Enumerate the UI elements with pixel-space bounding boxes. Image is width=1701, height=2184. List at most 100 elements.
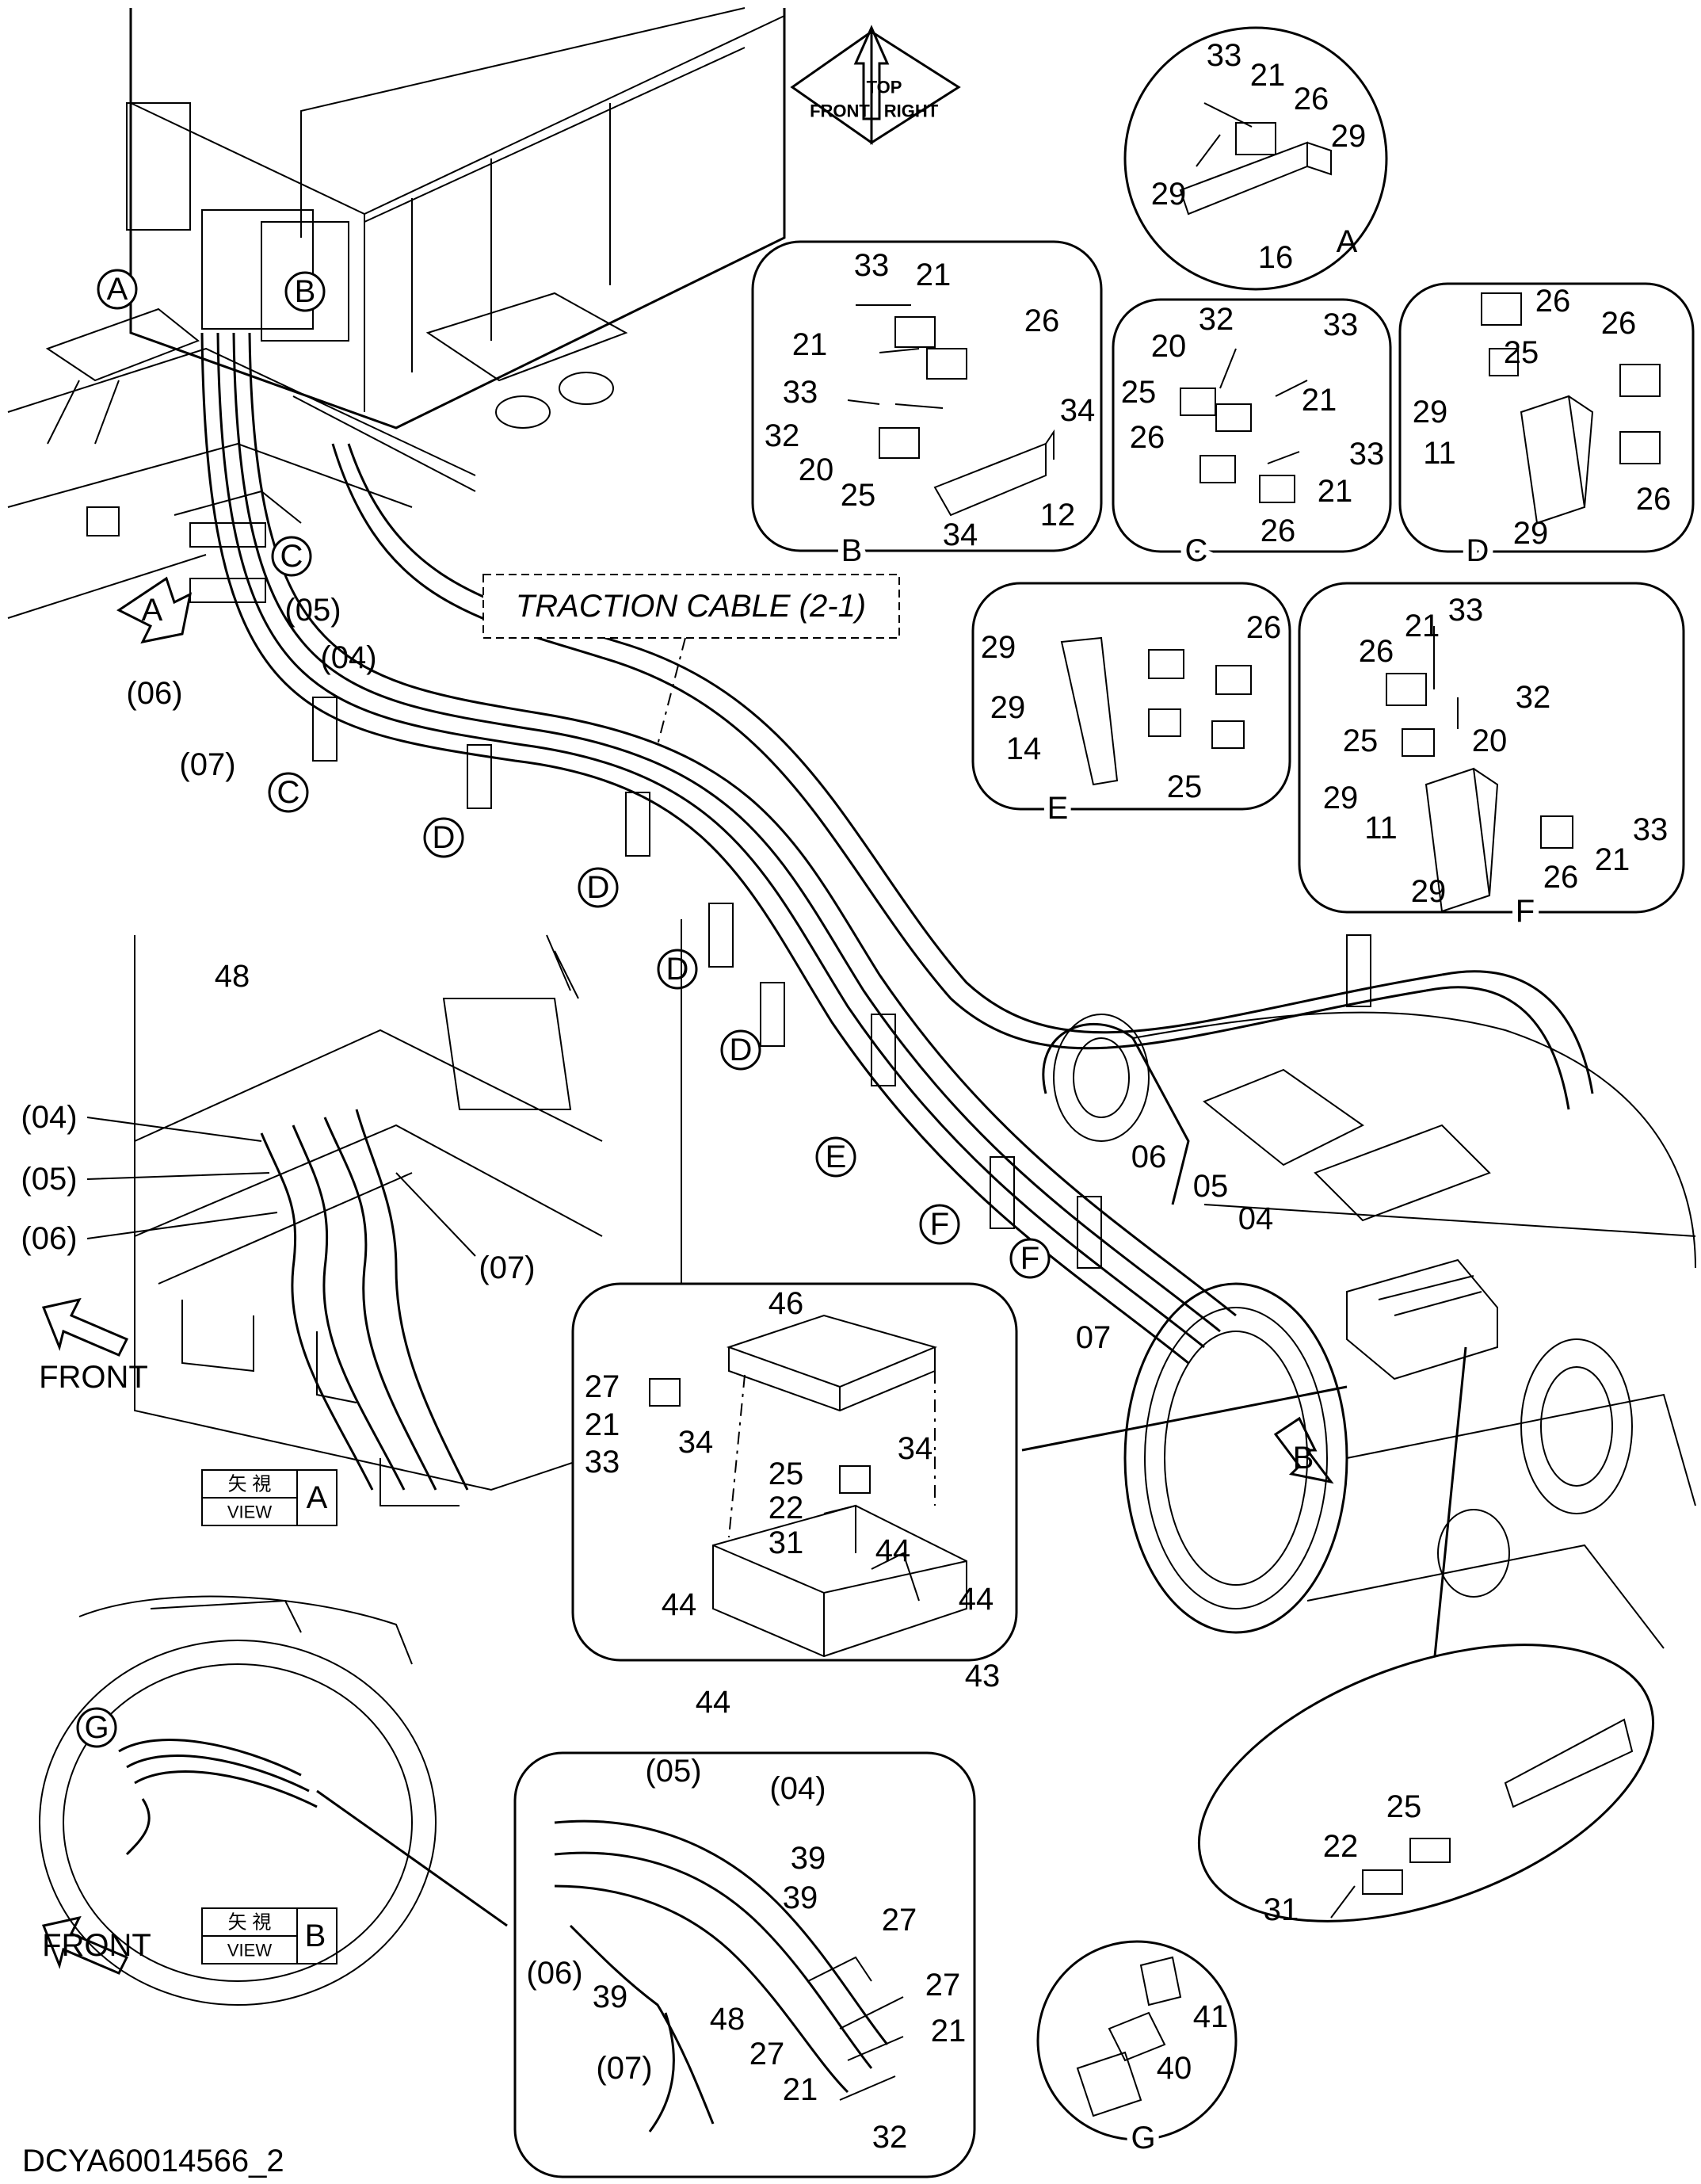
main-bubble-e: E (826, 1140, 847, 1174)
detail-c-33-bot: 33 (1349, 437, 1385, 472)
detail-e-14: 14 (1006, 731, 1042, 766)
junction-22: 22 (769, 1491, 804, 1525)
detail-d-29-top: 29 (1413, 395, 1448, 430)
detail-g-40: 40 (1157, 2051, 1192, 2086)
detail-d-29-bot: 29 (1513, 516, 1549, 551)
detail-d-11: 11 (1423, 436, 1456, 471)
junction-21: 21 (585, 1407, 620, 1442)
junction-43: 43 (965, 1659, 1001, 1693)
clamp-c05: (05) (645, 1754, 701, 1789)
detail-b-26: 26 (1024, 304, 1060, 338)
junction-34-l: 34 (678, 1425, 714, 1460)
detail-b-34-r: 34 (1060, 393, 1096, 428)
main-label-c07: (07) (179, 747, 235, 782)
junction-27: 27 (585, 1369, 620, 1404)
axle-housing: B (1021, 1011, 1696, 1744)
detail-f-21-top: 21 (1405, 609, 1440, 643)
detail-e-29-top: 29 (981, 630, 1016, 665)
detail-b-letter: B (841, 533, 863, 568)
main-bubble-d-2: D (587, 870, 610, 905)
main-label-p06: 06 (1131, 1140, 1167, 1174)
detail-f-29-bot: 29 (1411, 874, 1447, 909)
detail-e-29-mid: 29 (990, 690, 1026, 725)
detail-c-26-b: 26 (1260, 514, 1296, 548)
traction-cable-label: TRACTION CABLE (2-1) (516, 589, 866, 624)
view-a-drawing: 48 (04) (05) (06) (07) FRONT 矢 視 VIEW A (21, 919, 682, 1526)
junction-31: 31 (769, 1525, 804, 1560)
view-a-c04: (04) (21, 1100, 77, 1135)
cable-clamps (189, 522, 1371, 1269)
clamp-21-l: 21 (783, 2072, 818, 2107)
main-bubbles: A B C C D D D D E F F (97, 269, 1051, 1279)
view-b-front: FRONT (42, 1928, 151, 1963)
view-a-kanji: 矢 視 (228, 1474, 272, 1495)
detail-g-letter: G (1131, 2121, 1155, 2155)
detail-a-16: 16 (1258, 240, 1294, 275)
clamp-c06: (06) (526, 1956, 582, 1991)
junction-44-top: 44 (875, 1533, 911, 1568)
junction-25: 25 (769, 1457, 804, 1491)
detail-b-25: 25 (841, 478, 876, 513)
detail-d-25: 25 (1504, 335, 1539, 370)
junction-44-l: 44 (662, 1587, 697, 1622)
detail-b: 33 21 21 26 33 34 32 20 25 34 12 B (751, 240, 1103, 574)
clamp-c07: (07) (596, 2051, 652, 2086)
detail-f-25: 25 (1343, 724, 1379, 758)
view-b-kanji: 矢 視 (228, 1912, 272, 1934)
detail-f-33-bot: 33 (1633, 812, 1669, 847)
clamp-39-low: 39 (593, 1980, 628, 2014)
orientation-badge: FRONT RIGHT TOP (790, 25, 961, 145)
main-bubble-a: A (107, 272, 128, 307)
view-a-letter: A (307, 1480, 328, 1515)
detail-b-21-top: 21 (916, 258, 952, 292)
main-bubble-c-2: C (277, 775, 300, 810)
detail-f-26-bot: 26 (1543, 860, 1579, 895)
orientation-right: RIGHT (884, 101, 939, 121)
oval-25: 25 (1386, 1789, 1422, 1824)
detail-c-25: 25 (1121, 375, 1157, 410)
detail-junction-box: 46 27 21 34 34 33 25 22 31 44 44 44 43 4… (571, 1282, 1018, 1720)
main-bubble-d-4: D (730, 1033, 753, 1067)
detail-g: 41 40 G (1036, 1940, 1238, 2161)
detail-d-letter: D (1466, 533, 1489, 568)
junction-46: 46 (769, 1286, 804, 1321)
traction-cable-note: TRACTION CABLE (2-1) (482, 574, 900, 746)
view-arrow-b-letter: B (1293, 1441, 1314, 1476)
main-bubble-d-1: D (433, 820, 456, 855)
view-a-front: FRONT (39, 1360, 148, 1395)
detail-f-21-bot: 21 (1595, 842, 1630, 877)
detail-b-21-mid: 21 (792, 327, 828, 362)
detail-cable-clamps: (05) (04) 39 39 27 (06) 39 27 48 21 27 (… (513, 1751, 976, 2178)
junction-44-b: 44 (696, 1685, 731, 1720)
view-b-view: VIEW (227, 1941, 272, 1961)
main-bubble-f-1: F (930, 1207, 949, 1242)
clamp-48: 48 (710, 2002, 746, 2037)
detail-f-20: 20 (1472, 724, 1508, 758)
detail-c-letter: C (1185, 533, 1208, 568)
detail-a-letter: A (1337, 224, 1358, 259)
detail-b-34-b: 34 (943, 517, 978, 552)
detail-g-41: 41 (1193, 1999, 1229, 2034)
detail-c-32: 32 (1199, 302, 1234, 337)
frame-drawing (7, 307, 476, 619)
detail-a: 33 21 26 29 29 16 A (1123, 26, 1388, 291)
view-arrow-a: A (116, 576, 193, 644)
detail-a-26: 26 (1294, 82, 1329, 116)
orientation-top: TOP (867, 78, 902, 97)
clamp-39-mid: 39 (783, 1880, 818, 1915)
detail-c-21-top: 21 (1302, 383, 1337, 418)
clamp-32: 32 (872, 2120, 908, 2155)
detail-c-20: 20 (1151, 329, 1187, 364)
clamp-27-mid: 27 (925, 1968, 961, 2003)
detail-b-32: 32 (765, 418, 800, 453)
junction-34-r: 34 (898, 1431, 933, 1466)
detail-a-33: 33 (1207, 38, 1242, 73)
main-bubble-f-2: F (1020, 1241, 1039, 1276)
detail-d-26-top: 26 (1535, 284, 1571, 319)
detail-e-26: 26 (1246, 610, 1282, 645)
detail-d: 26 26 25 29 11 26 29 D (1398, 282, 1695, 574)
clamp-27-low: 27 (749, 2037, 785, 2071)
detail-c-33-top: 33 (1323, 307, 1359, 342)
view-arrow-a-letter: A (142, 593, 163, 628)
main-label-c06: (06) (126, 676, 182, 711)
